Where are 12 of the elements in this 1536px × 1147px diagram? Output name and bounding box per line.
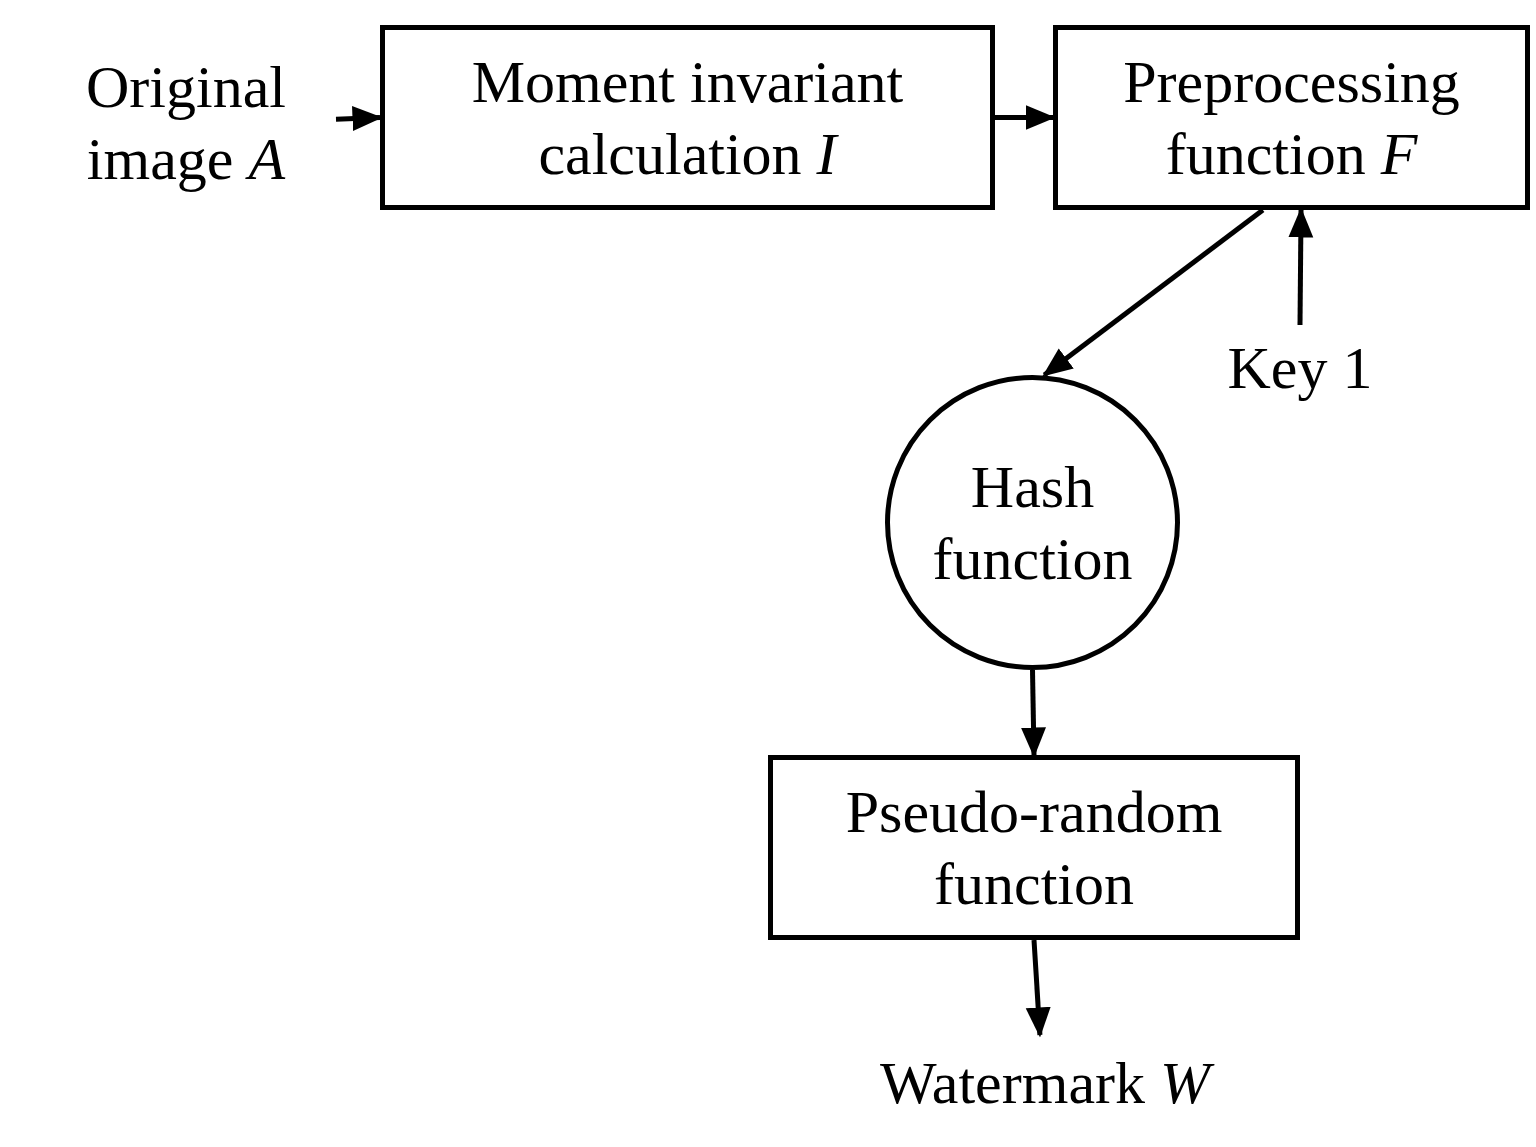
node-text: Preprocessing function F	[1122, 47, 1461, 189]
node-text: Watermark W	[876, 1046, 1214, 1119]
arrow	[1025, 939, 1051, 1038]
node-text: Pseudo-random function	[844, 777, 1224, 919]
node-text: Key 1	[1226, 333, 1374, 403]
process-box	[768, 755, 1300, 940]
process-box	[1053, 25, 1530, 210]
process-box	[380, 25, 995, 210]
node-text: Hash function	[931, 452, 1134, 594]
node-text: Original image A	[85, 52, 287, 194]
arrow	[1042, 208, 1265, 377]
node-text: Moment invariant calculation I	[470, 47, 905, 189]
